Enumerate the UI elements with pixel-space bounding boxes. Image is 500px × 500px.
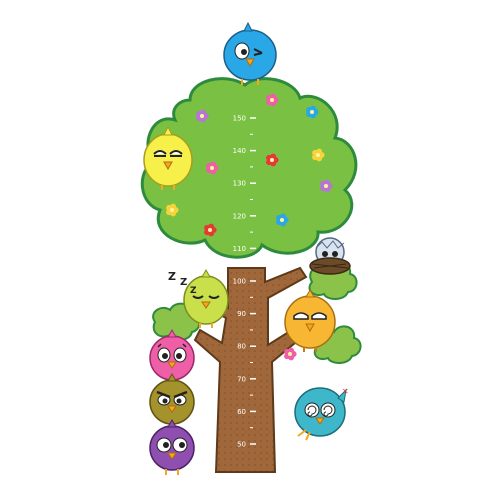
height-tick-label: 120 xyxy=(233,212,246,220)
flower-icon xyxy=(266,93,279,107)
svg-text:✕: ✕ xyxy=(342,387,349,396)
sleep-z-text: Z xyxy=(168,270,176,283)
baby-bird-in-nest-icon xyxy=(309,237,351,275)
sleep-z-text: Z xyxy=(180,277,187,288)
flower-icon xyxy=(196,109,209,123)
bird-winking-icon xyxy=(223,21,277,85)
height-tick-label: 100 xyxy=(233,278,246,286)
flower-icon xyxy=(266,153,279,167)
bird-dizzy-icon: ✕ xyxy=(294,387,349,441)
flower-icon xyxy=(312,148,325,162)
bird-eyes-closed-icon xyxy=(284,288,336,352)
height-tick-label: 90 xyxy=(237,310,246,318)
height-tick-label: 50 xyxy=(237,441,246,449)
bird-surprised-icon xyxy=(149,418,195,475)
height-tick-label: 80 xyxy=(237,343,246,351)
tree-canopy xyxy=(140,77,358,259)
flower-icon xyxy=(204,223,217,237)
height-tick-label: 60 xyxy=(237,408,246,416)
sleep-z-text: Z xyxy=(190,286,197,296)
bird-pink-icon xyxy=(149,328,195,381)
bird-sleepy-icon xyxy=(143,125,193,190)
flowers xyxy=(166,93,333,361)
height-tick-label: 140 xyxy=(233,147,246,155)
flower-icon xyxy=(206,161,219,175)
flower-icon xyxy=(276,213,289,227)
height-scale: 150 140 130 120 110 100 90 80 70 60 50 xyxy=(233,115,256,449)
height-tick-label: 70 xyxy=(237,375,246,383)
height-tick-label: 110 xyxy=(233,245,246,253)
height-tick-label: 150 xyxy=(233,115,246,123)
bird-angry-icon xyxy=(149,372,195,425)
height-tick-label: 130 xyxy=(233,180,246,188)
flower-icon xyxy=(320,179,333,193)
flower-icon xyxy=(166,203,179,217)
bird-sleeping-icon xyxy=(183,268,229,328)
flower-icon xyxy=(306,105,319,119)
flower-icon xyxy=(284,347,297,361)
